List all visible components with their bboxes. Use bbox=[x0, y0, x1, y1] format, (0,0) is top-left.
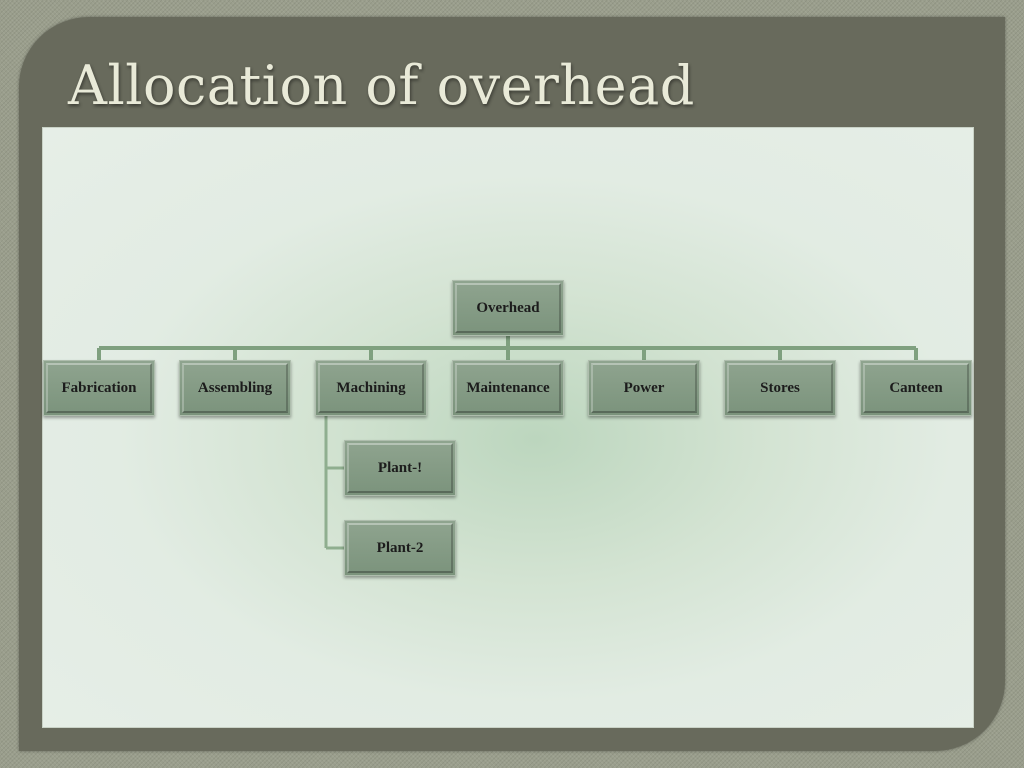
node-label: Power bbox=[623, 379, 665, 396]
node-plant-1: Plant-! bbox=[344, 440, 456, 496]
node-canteen: Canteen bbox=[860, 360, 972, 416]
diagram-panel bbox=[42, 127, 974, 728]
node-label: Plant-! bbox=[377, 459, 423, 476]
node-label: Assembling bbox=[197, 379, 273, 396]
node-fabrication: Fabrication bbox=[43, 360, 155, 416]
node-overhead: Overhead bbox=[452, 280, 564, 336]
node-maintenance: Maintenance bbox=[452, 360, 564, 416]
node-plant-2: Plant-2 bbox=[344, 520, 456, 576]
node-label: Overhead bbox=[476, 299, 540, 316]
node-label: Canteen bbox=[889, 379, 943, 396]
node-label: Maintenance bbox=[466, 379, 550, 396]
node-label: Machining bbox=[336, 379, 406, 396]
node-power: Power bbox=[588, 360, 700, 416]
slide-title: Allocation of overhead bbox=[68, 54, 695, 117]
node-machining: Machining bbox=[315, 360, 427, 416]
node-stores: Stores bbox=[724, 360, 836, 416]
node-label: Stores bbox=[760, 379, 800, 396]
node-label: Fabrication bbox=[61, 379, 137, 396]
node-label: Plant-2 bbox=[376, 539, 424, 556]
node-assembling: Assembling bbox=[179, 360, 291, 416]
